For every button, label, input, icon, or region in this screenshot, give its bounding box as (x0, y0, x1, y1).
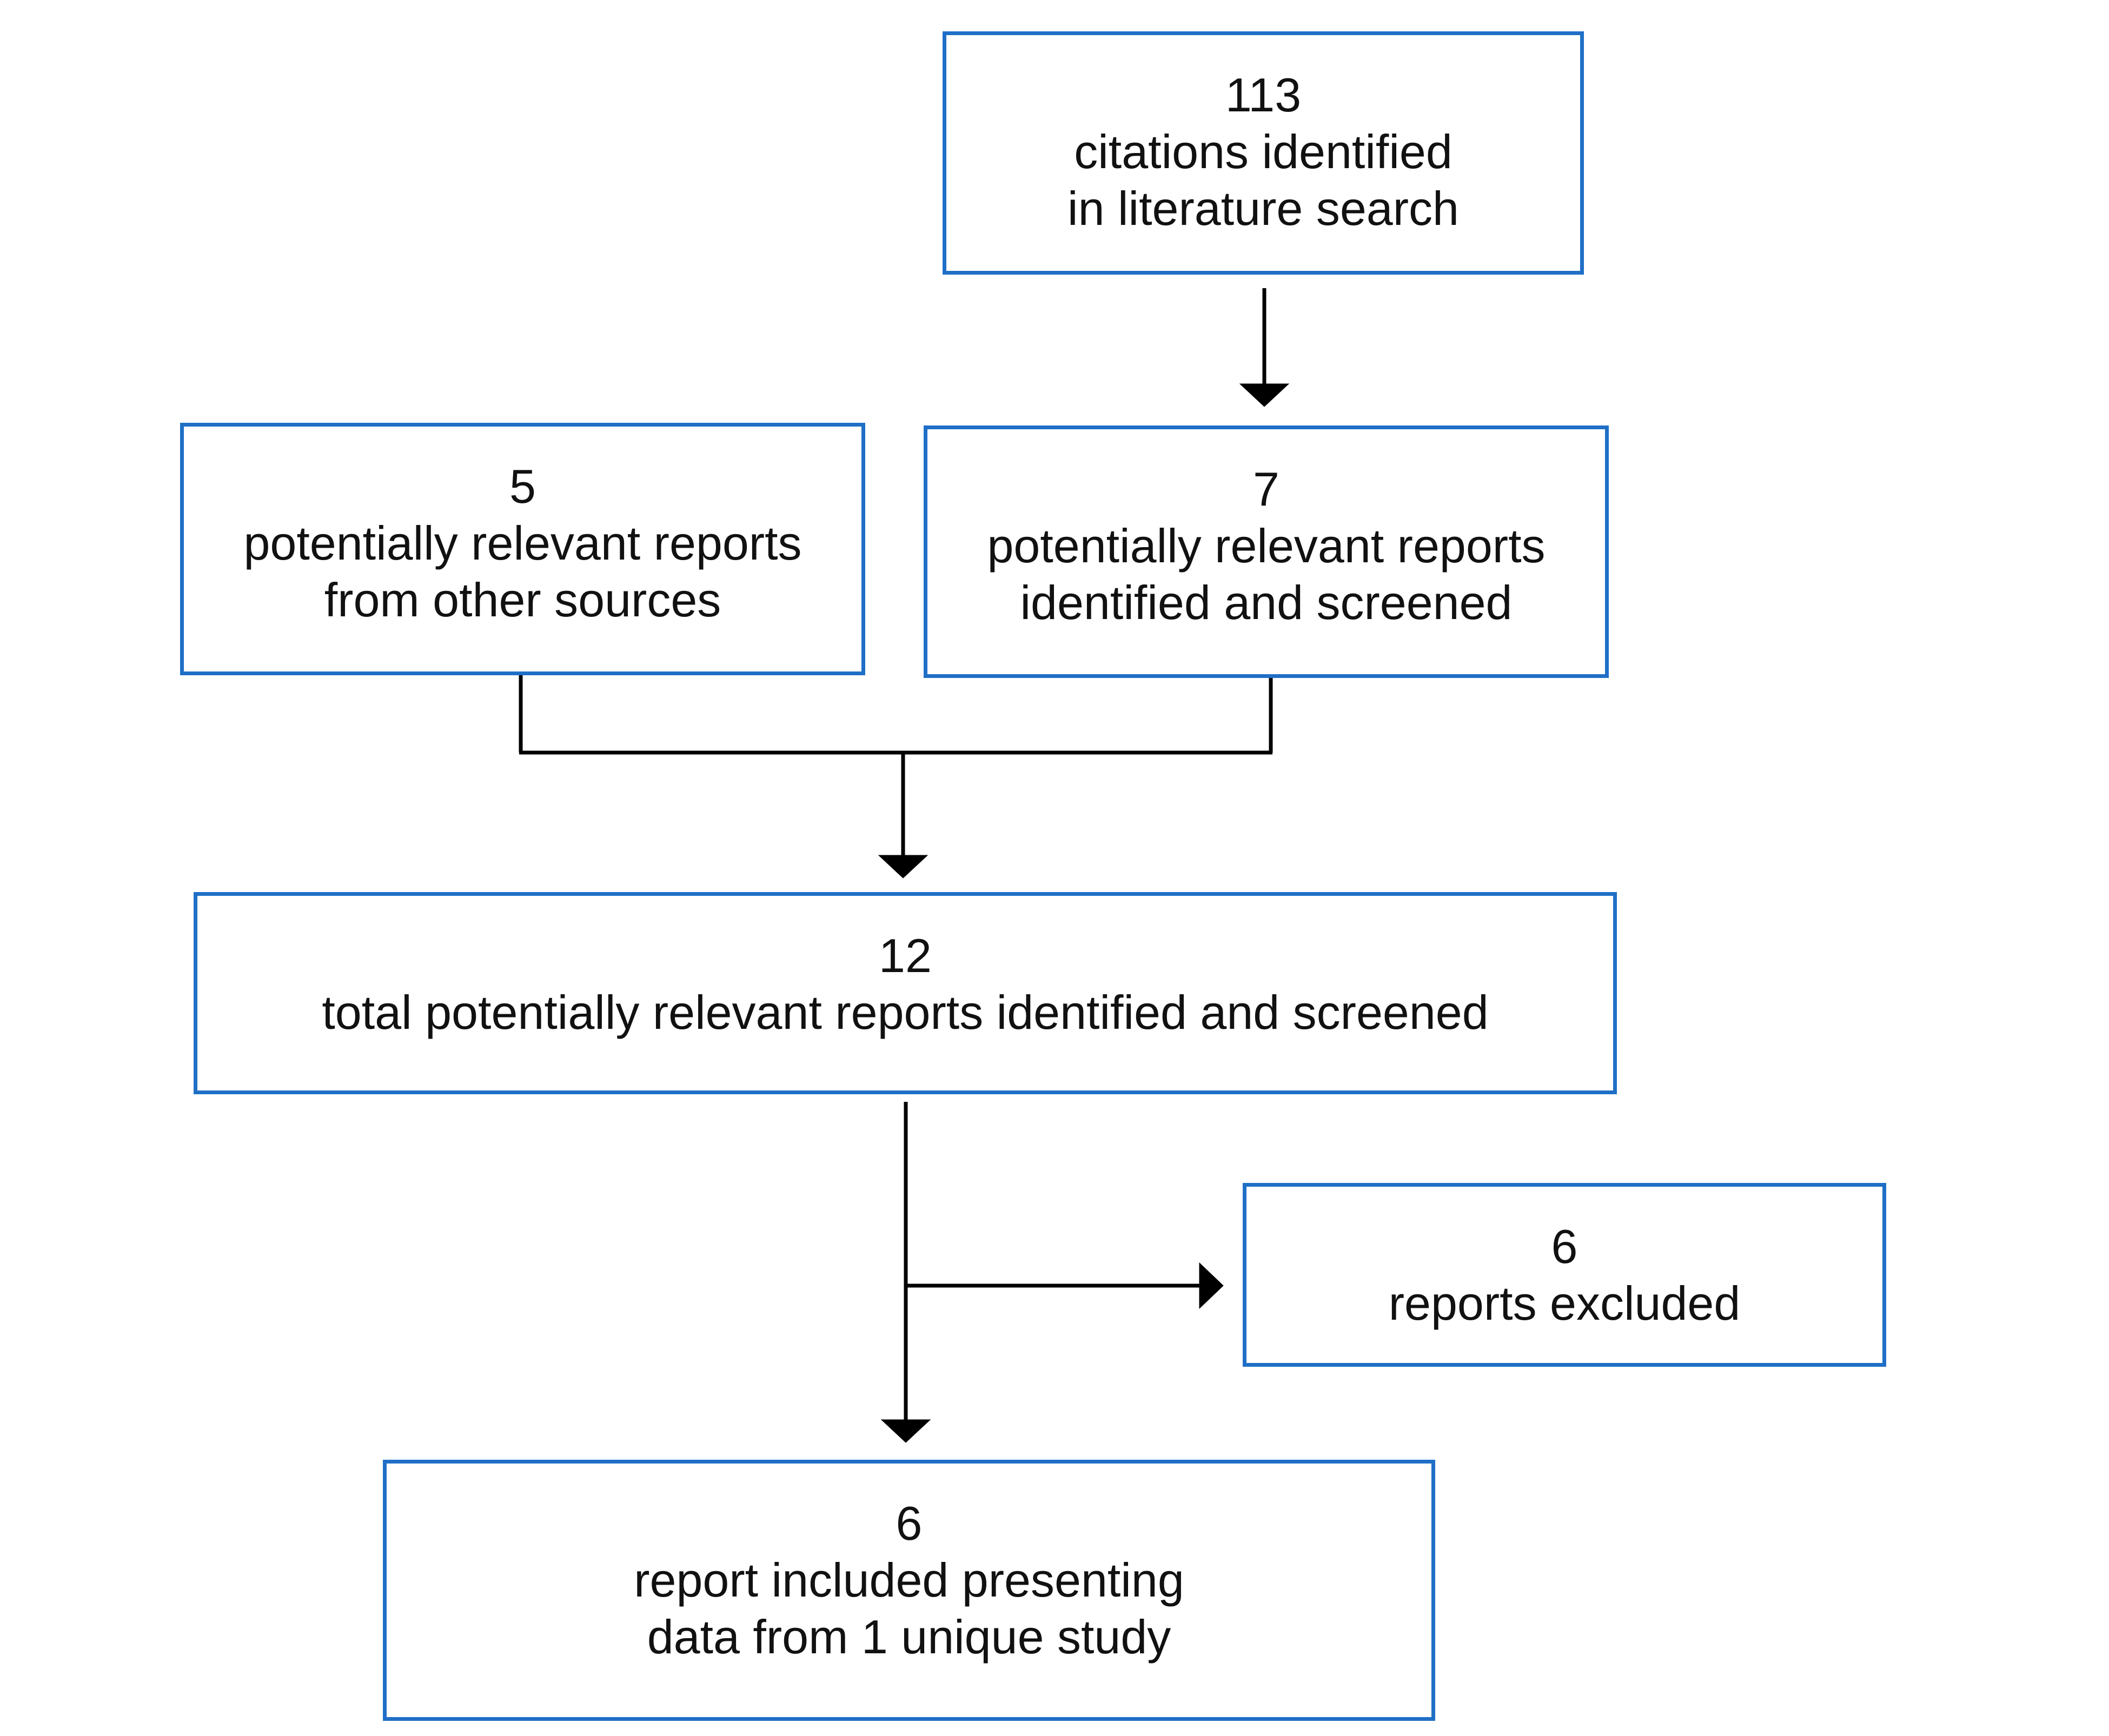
total-reports-box: 12 total potentially relevant reports id… (194, 892, 1617, 1094)
other-sources-label-line2: from other sources (324, 573, 721, 627)
screened-count: 7 (1253, 462, 1279, 516)
included-label-line1: report included presenting (634, 1553, 1184, 1607)
excluded-count: 6 (1551, 1220, 1578, 1273)
arrowhead-right-to-excluded (1199, 1262, 1224, 1309)
included-reports-box: 6 report included presenting data from 1… (383, 1460, 1435, 1721)
other-sources-count: 5 (509, 460, 536, 513)
citations-label-line2: in literature search (1067, 182, 1459, 235)
included-label-line2: data from 1 unique study (647, 1610, 1171, 1664)
screened-reports-box: 7 potentially relevant reports identifie… (924, 425, 1609, 678)
screened-label-line1: potentially relevant reports (987, 519, 1546, 573)
excluded-reports-box: 6 reports excluded (1243, 1183, 1886, 1367)
excluded-label-line1: reports excluded (1388, 1276, 1741, 1330)
included-count: 6 (896, 1496, 923, 1550)
arrowhead-down-to-screened (1239, 383, 1290, 407)
other-sources-label-line1: potentially relevant reports (243, 516, 802, 570)
arrowhead-down-to-included (880, 1419, 931, 1443)
citations-count: 113 (1225, 68, 1302, 122)
citations-label-line1: citations identified (1074, 125, 1453, 178)
total-count: 12 (879, 929, 932, 982)
citations-identified-box: 113 citations identified in literature s… (943, 31, 1584, 275)
arrowhead-down-to-total (878, 855, 929, 879)
screened-label-line2: identified and screened (1020, 576, 1513, 629)
other-sources-box: 5 potentially relevant reports from othe… (180, 423, 865, 675)
total-label-line1: total potentially relevant reports ident… (322, 986, 1489, 1039)
